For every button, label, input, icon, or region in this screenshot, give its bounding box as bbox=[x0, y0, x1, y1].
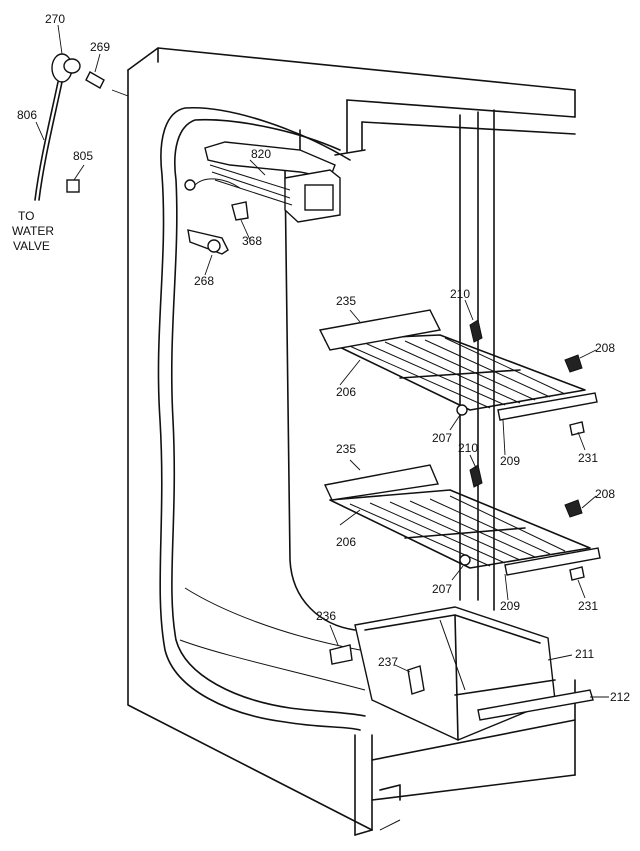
label-806: 806 bbox=[17, 108, 37, 122]
storage-bin bbox=[354, 606, 556, 741]
label-269: 269 bbox=[90, 40, 110, 54]
label-207-lower: 207 bbox=[432, 582, 452, 596]
water-valve-fitting bbox=[34, 53, 81, 201]
end-cap-upper bbox=[569, 421, 585, 436]
callout-labels: 270 269 806 805 TO WATER VALVE 820 368 2… bbox=[12, 12, 630, 704]
upper-shelf bbox=[318, 309, 598, 421]
tube-coupling bbox=[85, 71, 105, 89]
label-208-lower: 208 bbox=[595, 487, 615, 501]
label-212: 212 bbox=[610, 690, 630, 704]
bin-hinge bbox=[329, 644, 353, 665]
label-206-lower: 206 bbox=[336, 535, 356, 549]
label-235-lower: 235 bbox=[336, 442, 356, 456]
label-valve: VALVE bbox=[13, 239, 50, 253]
shelf-support-lower bbox=[469, 464, 483, 488]
clip-part bbox=[66, 179, 80, 193]
label-211: 211 bbox=[575, 647, 594, 661]
label-231-upper: 231 bbox=[578, 451, 598, 465]
leader-lines bbox=[35, 24, 609, 698]
label-207-upper: 207 bbox=[432, 431, 452, 445]
label-208-upper: 208 bbox=[595, 341, 615, 355]
shelf-clip-upper bbox=[564, 354, 583, 373]
bin-handle bbox=[477, 689, 594, 721]
bracket-part bbox=[231, 201, 249, 221]
label-236: 236 bbox=[316, 609, 336, 623]
end-cap-lower bbox=[569, 566, 585, 581]
label-368: 368 bbox=[242, 234, 262, 248]
fill-tube-part bbox=[187, 229, 229, 255]
label-235-upper: 235 bbox=[336, 294, 356, 308]
label-270: 270 bbox=[45, 12, 65, 26]
label-206-upper: 206 bbox=[336, 385, 356, 399]
label-to: TO bbox=[18, 209, 34, 223]
ice-maker-assembly bbox=[184, 141, 341, 223]
label-237: 237 bbox=[378, 655, 398, 669]
label-805: 805 bbox=[73, 149, 93, 163]
stop-lower bbox=[459, 554, 471, 566]
shelf-support-upper bbox=[469, 319, 483, 343]
label-268: 268 bbox=[194, 274, 214, 288]
stop-upper bbox=[456, 404, 468, 416]
label-209-lower: 209 bbox=[500, 599, 520, 613]
refrigerator-cabinet bbox=[127, 47, 576, 836]
label-210-lower: 210 bbox=[458, 441, 478, 455]
lower-shelf bbox=[323, 464, 601, 576]
bin-slide-bracket bbox=[407, 665, 425, 695]
cabinet-liner bbox=[157, 106, 366, 731]
label-209-upper: 209 bbox=[500, 454, 520, 468]
label-210-upper: 210 bbox=[450, 287, 470, 301]
label-820: 820 bbox=[251, 147, 271, 161]
label-231-lower: 231 bbox=[578, 599, 598, 613]
shelf-clip-lower bbox=[564, 499, 583, 518]
label-water: WATER bbox=[12, 224, 54, 238]
